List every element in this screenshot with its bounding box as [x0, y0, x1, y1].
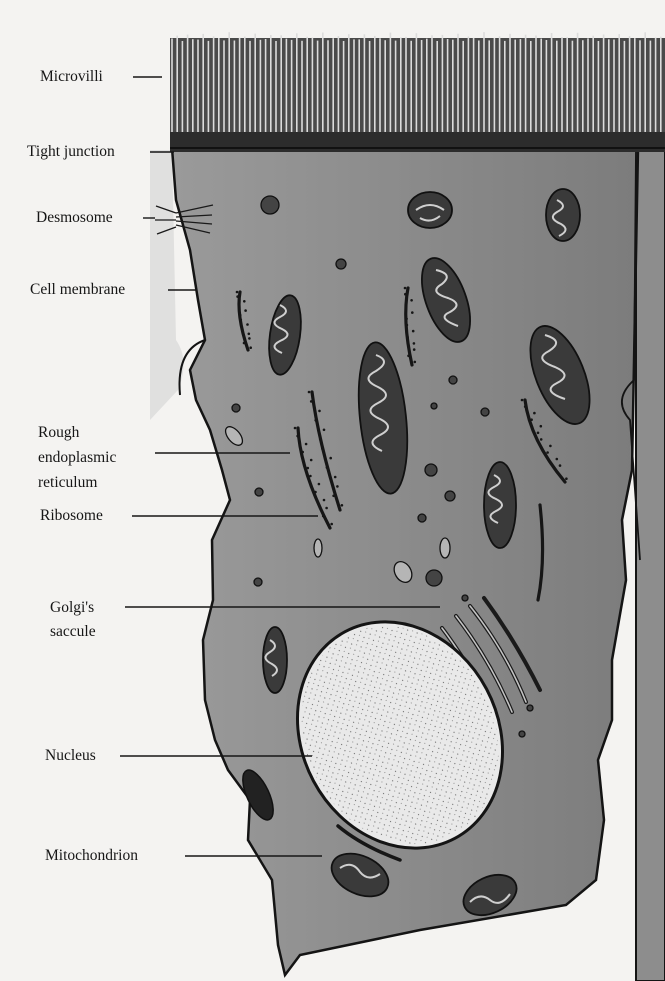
label-golgi-saccule: Golgi's saccule	[50, 596, 96, 644]
label-nucleus: Nucleus	[45, 746, 96, 766]
label-rough-er: Rough endoplasmic reticulum	[38, 420, 116, 495]
label-ribosome: Ribosome	[40, 506, 103, 526]
label-mitochondrion: Mitochondrion	[45, 846, 138, 866]
label-microvilli: Microvilli	[40, 67, 103, 87]
label-desmosome: Desmosome	[36, 208, 113, 228]
label-tight-junction: Tight junction	[27, 142, 115, 162]
cell-body	[172, 148, 638, 975]
microvilli-strokes	[172, 32, 661, 134]
neighbor-cell-right	[636, 150, 665, 981]
label-cell-membrane: Cell membrane	[30, 280, 125, 300]
